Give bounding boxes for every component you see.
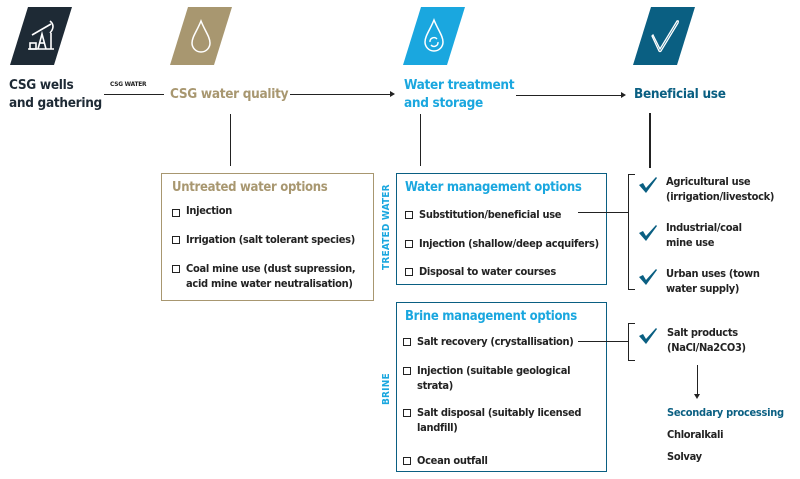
beneficial-use-tile <box>633 7 695 65</box>
checkbox[interactable] <box>403 457 411 465</box>
connector-substitution-uses <box>578 212 628 213</box>
drop-quality <box>230 114 231 166</box>
option-injection: Injection <box>186 204 232 217</box>
salt-products: Salt products(NaCl/Na2CO3) <box>667 326 746 354</box>
stage-csg-wells: CSG wells and gathering <box>9 77 102 111</box>
csg-water-quality-tile <box>170 7 232 65</box>
brine-management-box: Brine management options Salt recovery (… <box>396 302 607 472</box>
secondary-processing-title: Secondary processing <box>667 406 784 419</box>
checkmark-icon <box>633 7 695 65</box>
arrow-right-icon <box>621 92 626 98</box>
option-substitution: Substitution/beneficial use <box>419 208 562 221</box>
water-treatment-tile <box>403 7 465 65</box>
salt-bracket <box>628 323 635 361</box>
checkbox[interactable] <box>403 409 411 417</box>
water-drop-icon <box>170 7 232 65</box>
connector-salt-secondary <box>697 365 698 395</box>
stage-water-treatment: Water treatment and storage <box>404 77 515 111</box>
checkmark-icon <box>639 225 657 241</box>
csg-water-connector-label: CSG WATER <box>110 80 147 88</box>
untreated-options-box: Untreated water options Injection Irriga… <box>161 173 374 301</box>
pumpjack-icon <box>10 7 72 65</box>
water-management-title: Water management options <box>405 180 582 195</box>
brine-side-label: BRINE <box>381 373 392 405</box>
connector-wells-quality <box>104 94 164 95</box>
secondary-item-solvay: Solvay <box>667 450 702 463</box>
brine-management-title: Brine management options <box>405 309 577 324</box>
option-ocean-outfall: Ocean outfall <box>417 454 488 467</box>
secondary-item-chloralkali: Chloralkali <box>667 428 724 441</box>
checkmark-icon <box>639 177 657 193</box>
option-salt-recovery: Salt recovery (crystallisation) <box>417 335 574 348</box>
arrow-down-icon <box>694 394 700 399</box>
checkbox[interactable] <box>403 367 411 375</box>
stage-csg-water-quality: CSG water quality <box>170 86 289 102</box>
drop-treatment <box>420 114 421 166</box>
checkbox[interactable] <box>172 265 180 273</box>
checkbox[interactable] <box>405 240 413 248</box>
stage-beneficial-use: Beneficial use <box>634 86 726 102</box>
untreated-title: Untreated water options <box>172 180 328 195</box>
option-coal-mine: Coal mine use (dust supression, acid min… <box>186 262 356 290</box>
checkbox[interactable] <box>403 338 411 346</box>
option-salt-disposal: Salt disposal (suitably licensed landfil… <box>417 406 582 434</box>
checkmark-icon <box>639 328 657 344</box>
uses-bracket <box>628 174 635 290</box>
checkmark-icon <box>639 269 657 285</box>
checkbox[interactable] <box>405 268 413 276</box>
option-injection-strata: Injection (suitable geological strata) <box>417 364 571 392</box>
checkbox[interactable] <box>172 236 180 244</box>
treated-water-side-label: TREATED WATER <box>381 184 392 270</box>
connector-treatment-beneficial <box>516 95 621 96</box>
option-irrigation: Irrigation (salt tolerant species) <box>186 233 355 246</box>
csg-wells-tile <box>10 7 72 65</box>
checkbox[interactable] <box>405 211 413 219</box>
recycle-drop-icon <box>403 7 465 65</box>
arrow-right-icon <box>390 91 395 97</box>
drop-beneficial <box>649 113 651 168</box>
option-injection-aquifers: Injection (shallow/deep acquifers) <box>419 237 599 250</box>
checkbox[interactable] <box>172 209 180 217</box>
connector-quality-treatment <box>290 94 390 95</box>
option-disposal: Disposal to water courses <box>419 265 556 278</box>
connector-salt-recovery <box>578 341 628 342</box>
water-management-box: Water management options Substitution/be… <box>396 173 607 285</box>
use-agricultural: Agricultural use(irrigation/livestock) <box>666 175 775 203</box>
